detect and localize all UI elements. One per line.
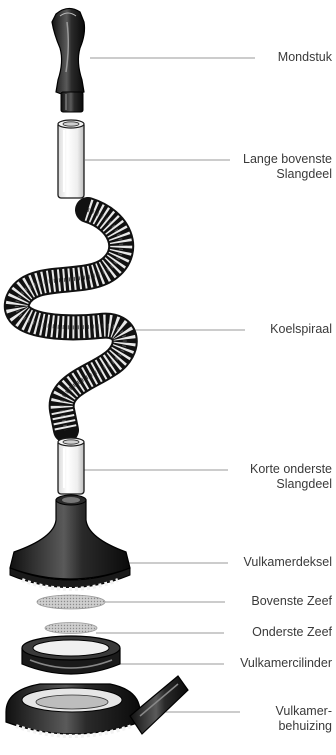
label-upper-screen: Bovenste Zeef	[251, 594, 332, 609]
label-line: Vulkamercilinder	[240, 656, 332, 671]
label-chamber-lid: Vulkamerdeksel	[244, 555, 332, 570]
cooling-coil-part	[17, 210, 125, 430]
chamber-lid-part	[10, 495, 130, 589]
upper-screen-part	[37, 595, 105, 609]
leader-lines	[82, 58, 255, 712]
label-short-lower-tube: Korte onderste Slangdeel	[250, 462, 332, 492]
label-mouthpiece: Mondstuk	[278, 50, 332, 65]
label-line: Vulkamer-	[276, 704, 333, 719]
label-line: Vulkamerdeksel	[244, 555, 332, 570]
mouthpiece-part	[52, 8, 85, 112]
label-cooling-coil: Koelspiraal	[270, 322, 332, 337]
label-line: Onderste Zeef	[252, 625, 332, 640]
label-long-upper-tube: Lange bovenste Slangdeel	[243, 152, 332, 182]
label-line: Mondstuk	[278, 50, 332, 65]
label-line: Slangdeel	[243, 167, 332, 182]
label-line: behuizing	[276, 719, 333, 734]
lower-screen-part	[45, 623, 97, 634]
label-line: Korte onderste	[250, 462, 332, 477]
short-lower-tube-part	[58, 438, 84, 494]
label-line: Bovenste Zeef	[251, 594, 332, 609]
label-line: Lange bovenste	[243, 152, 332, 167]
label-line: Slangdeel	[250, 477, 332, 492]
label-lower-screen: Onderste Zeef	[252, 625, 332, 640]
label-chamber-housing: Vulkamer- behuizing	[276, 704, 333, 734]
chamber-cylinder-part	[22, 636, 120, 674]
label-chamber-cylinder: Vulkamercilinder	[240, 656, 332, 671]
chamber-housing-part	[6, 676, 188, 736]
long-upper-tube-part	[58, 120, 84, 198]
label-line: Koelspiraal	[270, 322, 332, 337]
